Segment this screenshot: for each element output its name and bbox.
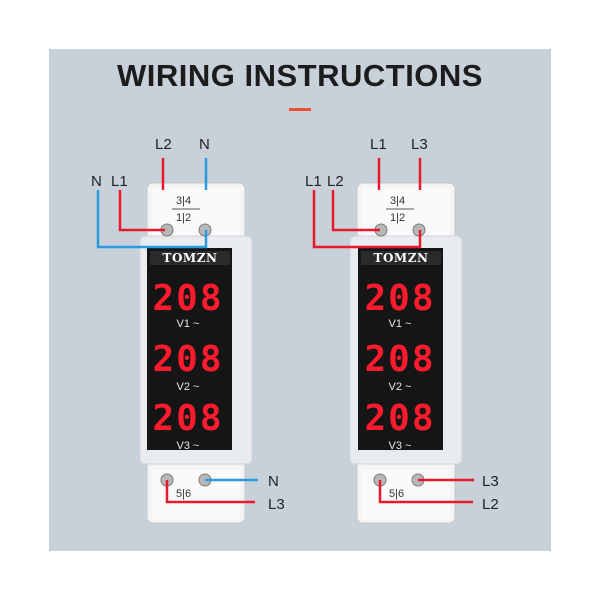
brand-plate bbox=[150, 251, 230, 265]
top-terminal-upper-label: 3|4 bbox=[390, 195, 405, 207]
brand-logo: TOMZN bbox=[374, 251, 429, 265]
display-panel bbox=[358, 248, 443, 450]
wire-label-bottom-upper: L3 bbox=[482, 473, 499, 490]
voltage-label-2: V2 ~ bbox=[177, 381, 200, 393]
wire-label-side-inner: L1 bbox=[111, 173, 128, 190]
wire-side-outer bbox=[312, 190, 422, 249]
wire-label-bottom-lower: L3 bbox=[268, 496, 285, 513]
voltage-reading-3: 208 bbox=[152, 398, 223, 439]
wire-side-outer bbox=[96, 190, 208, 249]
top-terminal-lower-label: 1|2 bbox=[390, 212, 405, 224]
voltage-label-3: V3 ~ bbox=[177, 440, 200, 452]
page-title: WIRING INSTRUCTIONS bbox=[117, 58, 483, 93]
wire-label-side-inner: L2 bbox=[327, 173, 344, 190]
voltage-reading-1: 208 bbox=[364, 278, 435, 319]
wire-side-inner bbox=[118, 190, 165, 232]
voltage-label-1: V1 ~ bbox=[177, 318, 200, 330]
bottom-terminal-label: 5|6 bbox=[389, 488, 404, 500]
wire-side-inner bbox=[331, 190, 380, 232]
voltage-reading-1: 208 bbox=[152, 278, 223, 319]
background-panel bbox=[49, 49, 551, 551]
meter-1: 3|4 1|2 TOMZN 208 V1 ~ 208 V2 ~ 208 V3 ~… bbox=[91, 136, 285, 524]
display-panel bbox=[147, 248, 232, 450]
brand-plate bbox=[361, 251, 441, 265]
wire-bottom-lower bbox=[165, 480, 255, 504]
bottom-terminal-label: 5|6 bbox=[176, 488, 191, 500]
voltage-reading-2: 208 bbox=[364, 339, 435, 380]
wire-label-side-outer: N bbox=[91, 173, 102, 190]
wire-bottom-lower bbox=[378, 480, 473, 504]
wire-label-top-left: L2 bbox=[155, 136, 172, 153]
wire-label-top-left: L1 bbox=[370, 136, 387, 153]
wire-label-bottom-lower: L2 bbox=[482, 496, 499, 513]
voltage-label-2: V2 ~ bbox=[389, 381, 412, 393]
wire-label-top-right: L3 bbox=[411, 136, 428, 153]
voltage-reading-2: 208 bbox=[152, 339, 223, 380]
top-terminal-upper-label: 3|4 bbox=[176, 195, 191, 207]
wire-label-bottom-upper: N bbox=[268, 473, 279, 490]
title-accent-bar bbox=[289, 108, 311, 111]
voltage-reading-3: 208 bbox=[364, 398, 435, 439]
top-terminal-lower-label: 1|2 bbox=[176, 212, 191, 224]
wire-label-top-right: N bbox=[199, 136, 210, 153]
meter-2: 3|4 1|2 TOMZN 208 V1 ~ 208 V2 ~ 208 V3 ~… bbox=[305, 136, 499, 524]
voltage-label-3: V3 ~ bbox=[389, 440, 412, 452]
wire-label-side-outer: L1 bbox=[305, 173, 322, 190]
brand-logo: TOMZN bbox=[163, 251, 218, 265]
voltage-label-1: V1 ~ bbox=[389, 318, 412, 330]
